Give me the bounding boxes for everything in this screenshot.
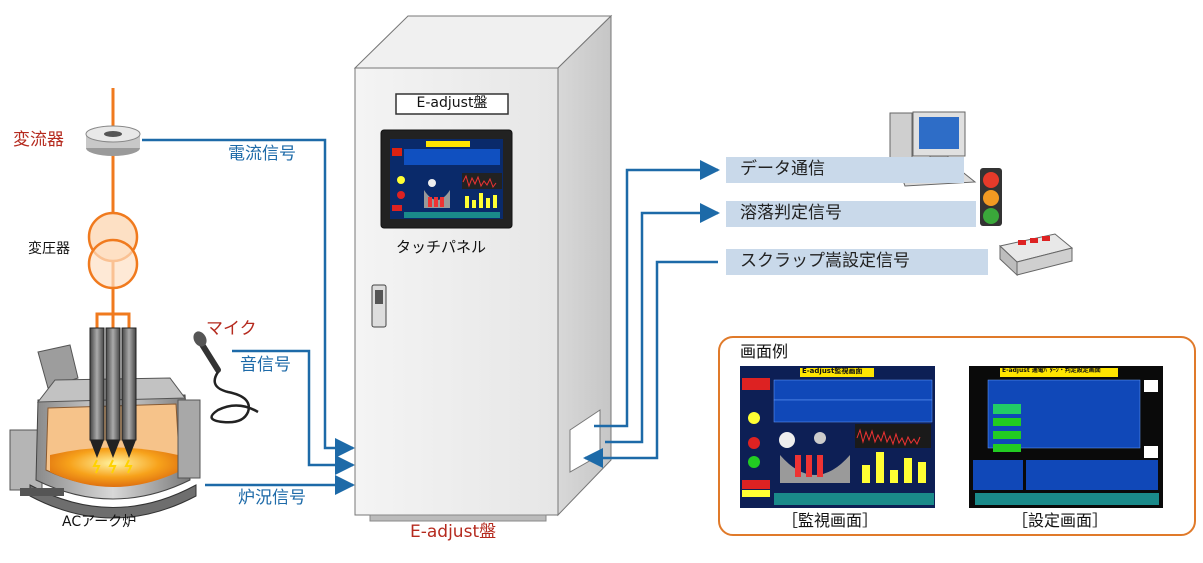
output-band-scrap (726, 249, 988, 275)
arc-furnace-label: ACアーク炉 (62, 514, 137, 530)
settings-caption: ［設定画面］ (1012, 511, 1109, 530)
current-transformer-icon (85, 125, 141, 156)
touch-panel (380, 129, 513, 229)
monitor-caption: ［監視画面］ (782, 511, 879, 530)
signal-tower-icon (980, 168, 1002, 226)
furnace-signal-label: 炉況信号 (238, 488, 306, 508)
panel-plate-label: E-adjust盤 (416, 95, 488, 111)
output-band-data (726, 157, 964, 183)
meltdown-signal-line (605, 203, 720, 444)
scrap-signal-line (583, 260, 718, 468)
current-signal-label: 電流信号 (228, 144, 296, 164)
data-comm-line (594, 160, 720, 428)
settings-screen-header: E-adjust 通電ﾊﾟﾀｰﾝ・判定設定画面 (1002, 367, 1101, 374)
power-split (95, 312, 131, 330)
sound-signal-line (232, 349, 355, 475)
e-adjust-cabinet (353, 14, 613, 522)
monitor-screen-header: E-adjust監視画面 (802, 367, 863, 375)
setting-box-icon (998, 233, 1074, 277)
microphone-label: マイク (206, 319, 257, 339)
output-label-meltdown: 溶落判定信号 (740, 203, 842, 223)
current-signal-line (142, 138, 355, 458)
arc-furnace-icon (9, 327, 201, 519)
current-transformer-label: 変流器 (13, 130, 64, 150)
monitor-screen-thumbnail (740, 366, 935, 508)
output-label-scrap: スクラップ嵩設定信号 (740, 251, 910, 271)
sound-signal-label: 音信号 (240, 355, 291, 375)
examples-title: 画面例 (740, 342, 789, 361)
transformer-label: 変圧器 (28, 241, 70, 257)
cabinet-caption: E-adjust盤 (410, 522, 497, 542)
transformer-icon (87, 211, 139, 290)
output-label-data: データ通信 (740, 159, 825, 179)
settings-screen-thumbnail (969, 366, 1163, 508)
output-band-meltdown (726, 201, 976, 227)
touch-panel-label: タッチパネル (396, 238, 487, 256)
microphone-icon (193, 331, 259, 424)
panel-plate (395, 93, 509, 115)
